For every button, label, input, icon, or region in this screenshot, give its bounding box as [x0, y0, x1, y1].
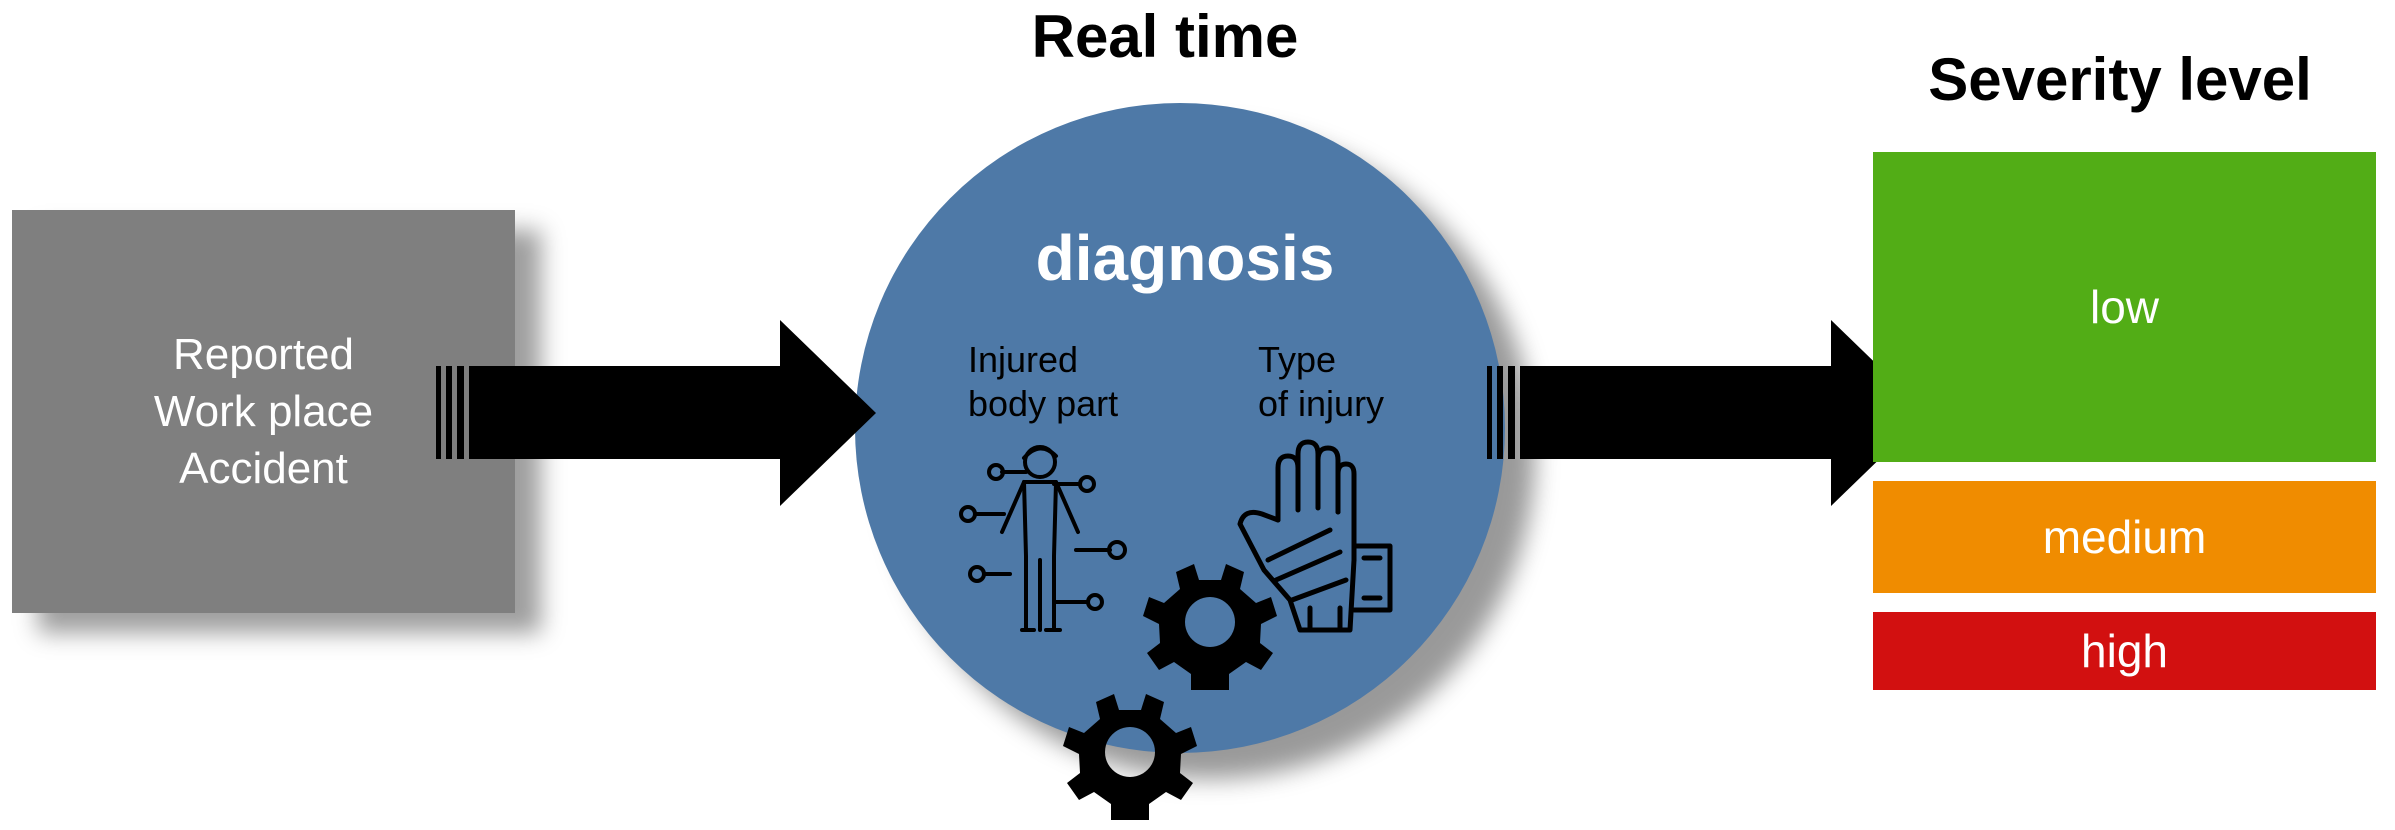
real-time-title: Real time	[1031, 3, 1299, 70]
severity-high-box: high	[1873, 612, 2376, 690]
input-line-1: Reported	[172, 330, 354, 379]
severity-medium-box: medium	[1873, 481, 2376, 593]
input-line-2: Work place	[153, 387, 374, 436]
body-diagram-icon	[959, 445, 1127, 632]
severity-medium-label: medium	[2042, 511, 2207, 563]
type-label-line-2: of injury	[1258, 383, 1385, 424]
gear-icon	[1063, 694, 1197, 820]
input-box: Reported Work place Accident	[12, 210, 515, 613]
injured-label-line-2: body part	[968, 383, 1119, 424]
severity-low-label: low	[2089, 281, 2160, 333]
gear-icon	[1143, 564, 1277, 690]
bandaged-hand-icon	[1237, 439, 1393, 633]
right-arrow	[1487, 320, 1927, 506]
severity-high-label: high	[2081, 625, 2168, 677]
injured-body-part-label: Injured body part	[968, 338, 1188, 426]
type-label-line-1: Type	[1258, 339, 1337, 380]
severity-low-box: low	[1873, 152, 2376, 462]
left-arrow	[436, 320, 876, 506]
injured-label-line-1: Injured	[968, 339, 1079, 380]
input-line-3: Accident	[179, 444, 348, 493]
diagnosis-label: diagnosis	[1035, 222, 1335, 294]
type-of-injury-label: Type of injury	[1258, 338, 1448, 426]
severity-level-title: Severity level	[1928, 46, 2312, 113]
